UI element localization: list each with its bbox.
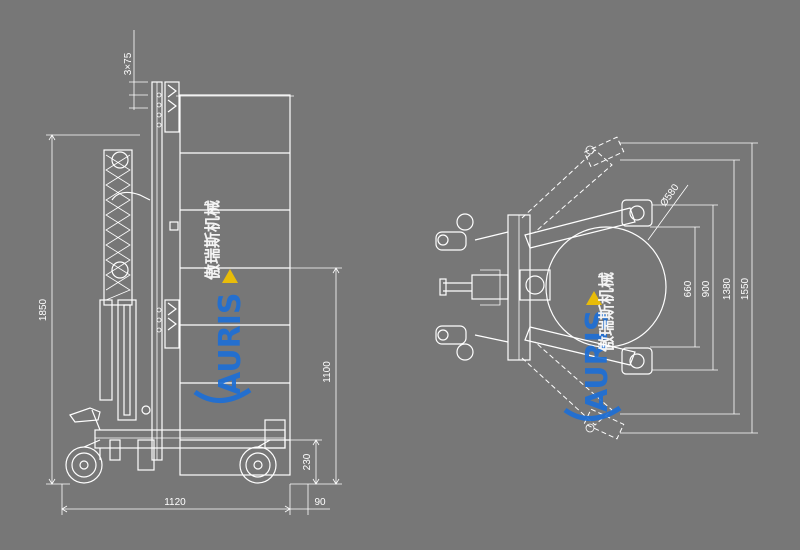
dim-length-label: 1120 bbox=[164, 497, 186, 508]
watermark-logo-left: AURIS 傲瑞斯机械 bbox=[193, 200, 252, 403]
dim-front-offset-label: 90 bbox=[314, 497, 326, 508]
dim-drum-height-label: 1100 bbox=[322, 361, 333, 383]
drum-side bbox=[176, 94, 294, 476]
watermark-brand-cn: 傲瑞斯机械 bbox=[203, 200, 222, 280]
chain-assembly bbox=[99, 149, 151, 421]
dim-max-width-label: 1550 bbox=[740, 277, 751, 300]
dim-base-height-label: 230 bbox=[302, 453, 313, 470]
closed-arms bbox=[524, 199, 653, 375]
handle bbox=[69, 405, 151, 431]
dim-base-height: 230 bbox=[290, 439, 322, 485]
dim-inner-width: 660 bbox=[650, 226, 700, 348]
dim-front-offset: 90 bbox=[290, 484, 330, 515]
dim-top-offset: 3×75 bbox=[123, 30, 148, 110]
side-view: 3×75 1850 1100 230 bbox=[38, 30, 342, 515]
dim-inner-width-label: 660 bbox=[683, 280, 694, 297]
watermark-brand-en-2: AURIS bbox=[580, 309, 615, 412]
base-frame bbox=[94, 419, 286, 471]
watermark-brand-en: AURIS bbox=[213, 292, 248, 395]
dim-total-height-label: 1850 bbox=[38, 298, 49, 321]
watermark-logo-right: AURIS 傲瑞斯机械 bbox=[563, 272, 622, 421]
dim-mid-width-label: 900 bbox=[701, 280, 712, 297]
front-wheel bbox=[239, 439, 277, 484]
top-view: 660 900 1380 1550 Ø580 bbox=[435, 136, 758, 440]
central-frame bbox=[439, 214, 551, 361]
watermark-brand-cn-2: 傲瑞斯机械 bbox=[597, 272, 616, 352]
drum-top bbox=[545, 226, 667, 348]
dim-drum-height: 1100 bbox=[290, 267, 342, 485]
dim-open-width-label: 1380 bbox=[722, 277, 733, 300]
rear-wheel bbox=[65, 439, 103, 484]
dim-max-width: 1550 bbox=[620, 142, 758, 434]
casters-left bbox=[435, 213, 474, 361]
dim-drum-diameter: Ø580 bbox=[647, 182, 689, 241]
dim-total-height: 1850 bbox=[38, 134, 140, 485]
dim-open-width: 1380 bbox=[620, 159, 740, 415]
mast bbox=[151, 81, 180, 461]
dim-top-offset-label: 3×75 bbox=[123, 52, 134, 75]
dim-mid-width: 900 bbox=[652, 204, 718, 371]
dim-length: 1120 bbox=[61, 484, 291, 515]
